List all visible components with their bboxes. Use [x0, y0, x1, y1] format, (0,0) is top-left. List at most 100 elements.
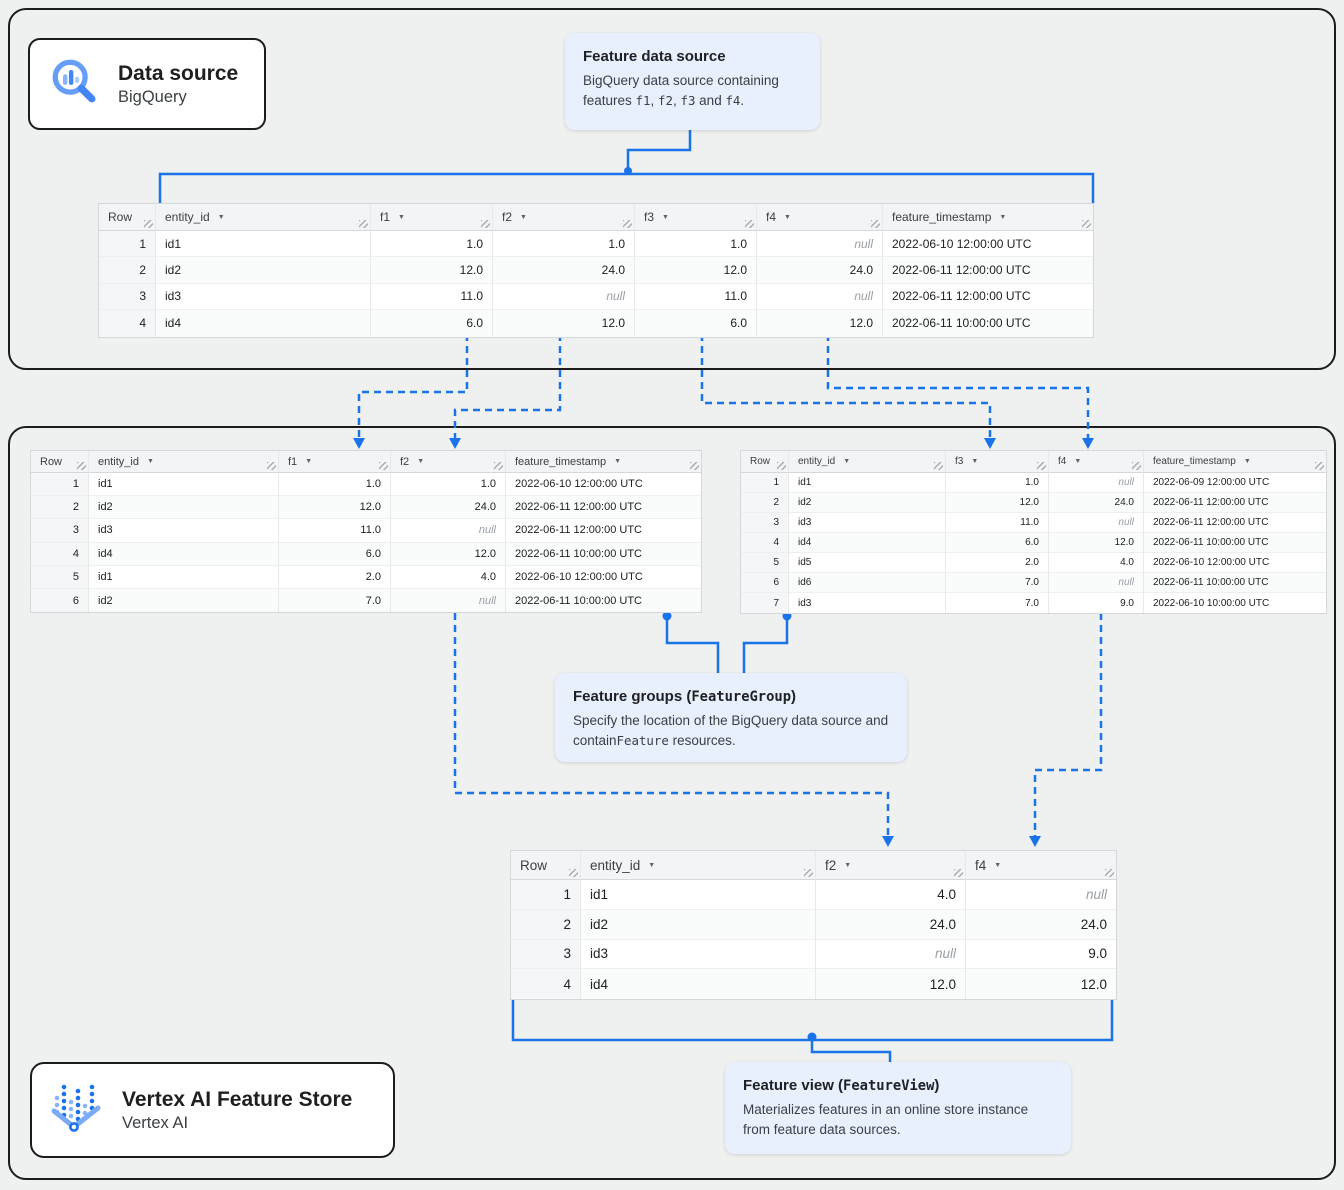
column-header-feature_timestamp[interactable]: feature_timestamp▼ — [1144, 451, 1326, 473]
column-resize-handle-icon[interactable] — [144, 220, 153, 228]
column-header-Row[interactable]: Row — [741, 451, 789, 473]
column-header-f4[interactable]: f4▼ — [966, 851, 1116, 880]
column-header-f4[interactable]: f4 ▼ — [1049, 451, 1144, 473]
column-resize-handle-icon[interactable] — [954, 869, 963, 877]
sort-arrow-icon[interactable]: ▼ — [784, 213, 791, 221]
column-header-entity_id[interactable]: entity_id▼ — [789, 451, 946, 473]
sort-arrow-icon[interactable]: ▼ — [417, 458, 425, 465]
cell-Row: 2 — [741, 493, 789, 513]
column-resize-handle-icon[interactable] — [1082, 220, 1091, 228]
column-resize-handle-icon[interactable] — [804, 869, 813, 877]
cell-f3: 6.0 — [635, 310, 757, 337]
cell-f1: 11.0 — [279, 519, 391, 543]
vertex-title: Vertex AI Feature Store — [122, 1087, 353, 1111]
column-resize-handle-icon[interactable] — [379, 462, 388, 470]
sort-arrow-icon[interactable]: ▼ — [217, 213, 225, 221]
cell-f3: 1.0 — [946, 473, 1049, 493]
column-resize-handle-icon[interactable] — [569, 869, 578, 877]
sort-arrow-icon[interactable]: ▼ — [520, 213, 527, 221]
sort-arrow-icon[interactable]: ▼ — [1074, 458, 1082, 465]
column-resize-handle-icon[interactable] — [267, 462, 276, 470]
sort-arrow-icon[interactable]: ▼ — [305, 458, 313, 465]
cell-f4: 24.0 — [1049, 493, 1144, 513]
sort-arrow-icon[interactable]: ▼ — [994, 861, 1002, 869]
callout-body: Materializes features in an online store… — [743, 1102, 1029, 1137]
cell-entity_id: id4 — [789, 533, 946, 553]
column-label: feature_timestamp — [892, 210, 992, 224]
cell-f2: null — [816, 939, 966, 970]
cell-feature_timestamp: 2022-06-10 12:00:00 UTC — [1144, 553, 1326, 573]
column-header-f1[interactable]: f1▼ — [279, 451, 391, 473]
column-header-entity_id[interactable]: entity_id▼ — [581, 851, 816, 880]
column-label: entity_id — [98, 455, 139, 468]
column-header-Row[interactable]: Row — [99, 204, 156, 231]
cell-f1: 12.0 — [371, 257, 493, 284]
column-header-feature_timestamp[interactable]: feature_timestamp ▼ — [883, 204, 1093, 231]
column-header-f2[interactable]: f2▼ — [493, 204, 635, 231]
column-header-f2[interactable]: f2▼ — [391, 451, 506, 473]
cell-entity_id: id4 — [89, 542, 279, 566]
cell-entity_id: id1 — [89, 565, 279, 589]
sort-arrow-icon[interactable]: ▼ — [843, 458, 851, 465]
vertex-zone-box — [8, 426, 1336, 1180]
sort-arrow-icon[interactable]: ▼ — [971, 458, 979, 465]
column-resize-handle-icon[interactable] — [777, 462, 786, 470]
column-resize-handle-icon[interactable] — [1132, 462, 1141, 470]
sort-arrow-icon[interactable]: ▼ — [146, 458, 154, 465]
cell-f3: 7.0 — [946, 593, 1049, 613]
cell-entity_id: id2 — [156, 257, 371, 284]
vertex-subtitle: Vertex AI — [122, 1114, 189, 1133]
cell-f4: null — [1049, 473, 1144, 493]
cell-f4: 9.0 — [1049, 593, 1144, 613]
column-header-f3[interactable]: f3▼ — [635, 204, 757, 231]
column-resize-handle-icon[interactable] — [77, 462, 86, 470]
sort-arrow-icon[interactable]: ▼ — [1243, 458, 1251, 465]
cell-entity_id: id2 — [89, 588, 279, 613]
column-header-Row[interactable]: Row — [511, 851, 581, 880]
column-header-entity_id[interactable]: entity_id▼ — [156, 204, 371, 231]
sort-arrow-icon[interactable]: ▼ — [662, 213, 669, 221]
column-resize-handle-icon[interactable] — [934, 462, 943, 470]
column-header-f3[interactable]: f3▼ — [946, 451, 1049, 473]
sort-arrow-icon[interactable]: ▼ — [648, 861, 656, 869]
column-resize-handle-icon[interactable] — [1315, 462, 1324, 470]
bigquery-zone-box — [8, 8, 1336, 370]
cell-Row: 1 — [99, 231, 156, 258]
cell-f3: 11.0 — [635, 283, 757, 311]
callout-body: BigQuery data source containing features… — [583, 73, 779, 108]
cell-f4: null — [1049, 513, 1144, 533]
column-resize-handle-icon[interactable] — [359, 220, 368, 228]
column-resize-handle-icon[interactable] — [745, 220, 754, 228]
cell-Row: 3 — [31, 519, 89, 543]
column-header-f1[interactable]: f1▼ — [371, 204, 493, 231]
column-resize-handle-icon[interactable] — [494, 462, 503, 470]
column-header-entity_id[interactable]: entity_id ▼ — [89, 451, 279, 473]
cell-Row: 5 — [741, 553, 789, 573]
column-resize-handle-icon[interactable] — [1037, 462, 1046, 470]
sort-arrow-icon[interactable]: ▼ — [614, 458, 622, 465]
column-header-f4[interactable]: f4▼ — [757, 204, 883, 231]
column-header-f2[interactable]: f2▼ — [816, 851, 966, 880]
cell-Row: 1 — [511, 880, 581, 910]
column-header-Row[interactable]: Row — [31, 451, 89, 473]
column-resize-handle-icon[interactable] — [871, 220, 880, 228]
column-header-feature_timestamp[interactable]: feature_timestamp▼ — [506, 451, 701, 473]
callout-title: Feature view (FeatureView) — [743, 1077, 940, 1094]
column-resize-handle-icon[interactable] — [481, 220, 490, 228]
column-resize-handle-icon[interactable] — [623, 220, 632, 228]
column-resize-handle-icon[interactable] — [690, 462, 699, 470]
sort-arrow-icon[interactable]: ▼ — [844, 861, 852, 869]
sort-arrow-icon[interactable]: ▼ — [999, 213, 1007, 221]
cell-f4: 24.0 — [966, 909, 1116, 940]
cell-f2: 12.0 — [493, 310, 635, 337]
column-label: f4 — [1058, 456, 1067, 467]
sort-arrow-icon[interactable]: ▼ — [398, 213, 405, 221]
cell-Row: 6 — [741, 573, 789, 593]
column-resize-handle-icon[interactable] — [1105, 869, 1114, 877]
column-label: Row — [40, 455, 63, 468]
cell-f3: 12.0 — [635, 257, 757, 284]
data-source-title: Data source — [118, 61, 239, 85]
